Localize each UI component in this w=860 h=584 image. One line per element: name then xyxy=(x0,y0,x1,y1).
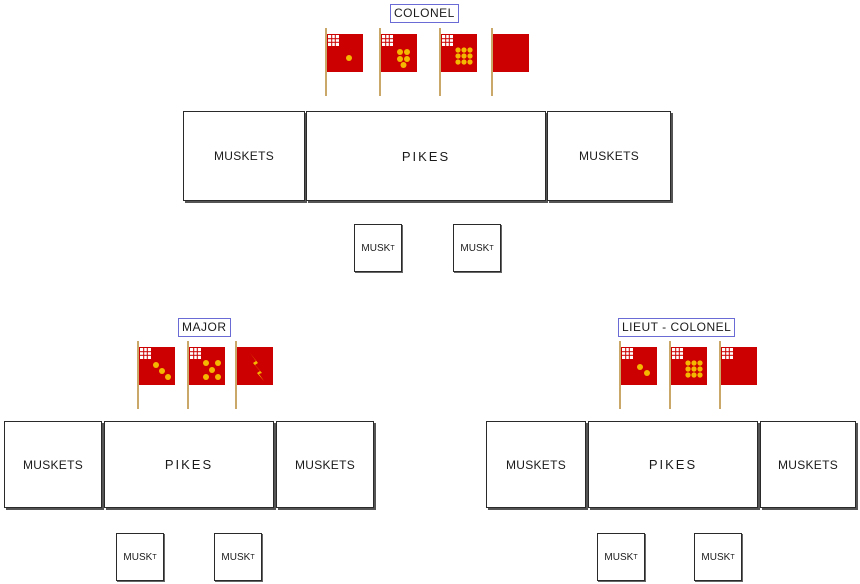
colonel-flag-1 xyxy=(325,28,363,96)
major-flag-3 xyxy=(235,341,273,409)
lieut-colonel-muskets-right: MUSKETS xyxy=(760,421,856,508)
lieut-colonel-pikes: PIKES xyxy=(588,421,758,508)
colonel-flag-2 xyxy=(379,28,417,96)
colonel-flag-4 xyxy=(491,28,529,96)
colonel-pikes: PIKES xyxy=(306,111,546,201)
major-pikes: PIKES xyxy=(104,421,274,508)
major-muskets-right: MUSKETS xyxy=(276,421,374,508)
colonel-muskets-right: MUSKETS xyxy=(547,111,671,201)
lieut-colonel-muskets-left: MUSKETS xyxy=(486,421,586,508)
colonel-muskets-left: MUSKETS xyxy=(183,111,305,201)
lieut-colonel-flag-2 xyxy=(669,341,707,409)
colonel-label: COLONEL xyxy=(390,4,459,23)
lieut-colonel-label: LIEUT - COLONEL xyxy=(618,318,736,337)
major-flag-1 xyxy=(137,341,175,409)
colonel-flag-3 xyxy=(439,28,477,96)
major-muskets-left: MUSKETS xyxy=(4,421,102,508)
lieut-colonel-flag-3 xyxy=(719,341,757,409)
major-label: MAJOR xyxy=(178,318,231,337)
major-flag-2 xyxy=(187,341,225,409)
lieut-colonel-flag-1 xyxy=(619,341,657,409)
